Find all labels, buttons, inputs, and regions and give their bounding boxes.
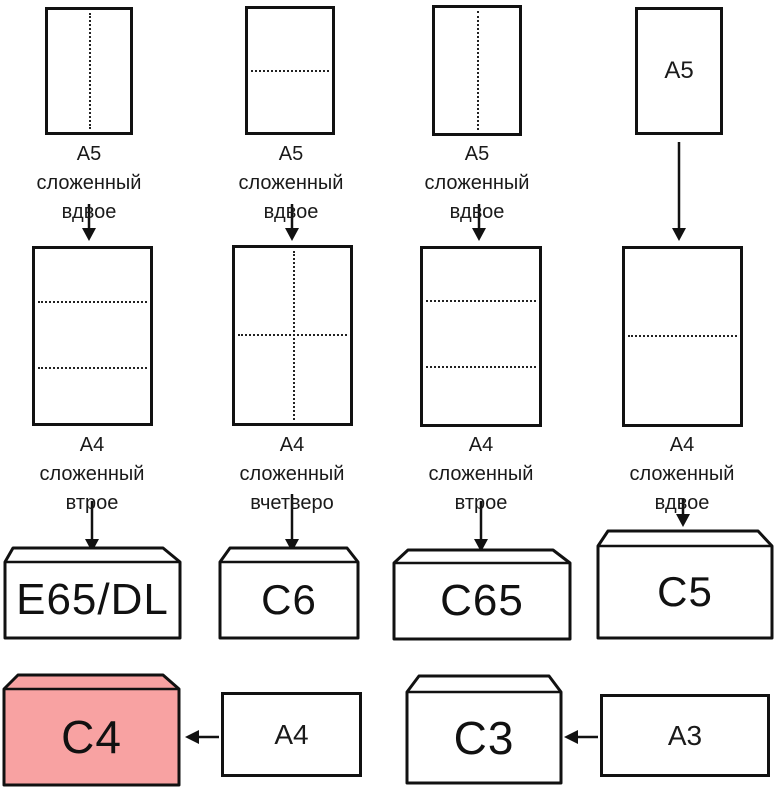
caption-a4-col3: А4 сложенный втрое — [381, 431, 581, 518]
caption-line: А4 — [468, 434, 494, 456]
envelope-c5 — [596, 529, 774, 640]
sheet-a4-bottom: A4 — [221, 692, 362, 777]
caption-line: А5 — [76, 143, 102, 165]
fold-line-horizontal — [628, 335, 737, 337]
sheet-a5-fold-vertical-2 — [432, 5, 522, 136]
envelope-c3-label: C3 — [453, 711, 515, 764]
fold-line-horizontal — [38, 367, 147, 369]
fold-line-horizontal — [426, 366, 536, 368]
sheet-a5-fold-horizontal — [245, 6, 335, 135]
fold-line-horizontal — [251, 70, 329, 72]
caption-line: сложенный — [238, 172, 344, 194]
caption-a5-col2: А5 сложенный вдвое — [201, 140, 381, 227]
caption-a5-col3: А5 сложенный вдвое — [387, 140, 567, 227]
caption-line: А4 — [669, 434, 695, 456]
caption-line: вдвое — [449, 201, 505, 223]
envelope-c4 — [2, 673, 181, 787]
caption-line: А4 — [79, 434, 105, 456]
fold-line-horizontal — [426, 300, 536, 302]
arrow-down2-col2 — [285, 494, 299, 552]
caption-line: вчетверо — [250, 492, 334, 514]
caption-line: сложенный — [39, 463, 145, 485]
caption-line: сложенный — [239, 463, 345, 485]
envelope-c65-label: C65 — [440, 576, 524, 625]
arrow-left-a3-to-c3 — [564, 730, 598, 744]
fold-line-horizontal — [38, 301, 147, 303]
caption-line: вдвое — [263, 201, 319, 223]
caption-line: сложенный — [629, 463, 735, 485]
envelope-c6-label: C6 — [261, 576, 317, 623]
sheet-a4-bottom-label: A4 — [274, 718, 309, 750]
sheet-a4-fold-quarters — [232, 245, 353, 426]
fold-line-vertical — [477, 11, 479, 130]
caption-line: сложенный — [428, 463, 534, 485]
caption-a4-col4: А4 сложенный вдвое — [582, 431, 777, 518]
sheet-a4-fold-thirds-2 — [420, 246, 542, 427]
envelope-c5-label: C5 — [657, 568, 713, 615]
caption-line: вдвое — [654, 492, 710, 514]
caption-line: втрое — [65, 492, 119, 514]
arrow-down-col4 — [672, 142, 686, 241]
caption-line: втрое — [454, 492, 508, 514]
envelope-c4-label: C4 — [61, 711, 122, 763]
envelope-c65 — [392, 548, 572, 641]
caption-a4-col1: А4 сложенный втрое — [0, 431, 192, 518]
sheet-a4-fold-thirds-1 — [32, 246, 153, 426]
envelope-e65dl-label: E65/DL — [16, 575, 169, 624]
sheet-a3-bottom: A3 — [600, 694, 770, 777]
fold-line-horizontal — [238, 334, 347, 336]
arrow-left-a4-to-c4 — [185, 730, 219, 744]
sheet-a5-plain: A5 — [635, 7, 723, 135]
arrow-down2-col4 — [676, 498, 690, 527]
envelope-e65dl — [3, 546, 182, 640]
sheet-a5-label: A5 — [664, 57, 694, 84]
caption-a5-col1: А5 сложенный вдвое — [0, 140, 179, 227]
caption-line: сложенный — [36, 172, 142, 194]
caption-line: А5 — [464, 143, 490, 165]
sheet-a3-bottom-label: A3 — [667, 719, 703, 751]
arrow-down2-col1 — [85, 501, 99, 552]
arrow-down-col2 — [285, 204, 299, 241]
sheet-a5-fold-vertical-1 — [45, 7, 133, 135]
sheet-a4-fold-half — [622, 246, 743, 427]
fold-line-vertical — [89, 13, 91, 129]
caption-line: вдвое — [61, 201, 117, 223]
envelope-c3 — [405, 674, 563, 785]
envelope-c6 — [218, 546, 360, 640]
arrow-down-col1 — [82, 204, 96, 241]
caption-a4-col2: А4 сложенный вчетверо — [192, 431, 392, 518]
caption-line: А5 — [278, 143, 304, 165]
caption-line: сложенный — [424, 172, 530, 194]
arrow-down-col3 — [472, 204, 486, 241]
caption-line: А4 — [279, 434, 305, 456]
arrow-down2-col3 — [474, 501, 488, 552]
